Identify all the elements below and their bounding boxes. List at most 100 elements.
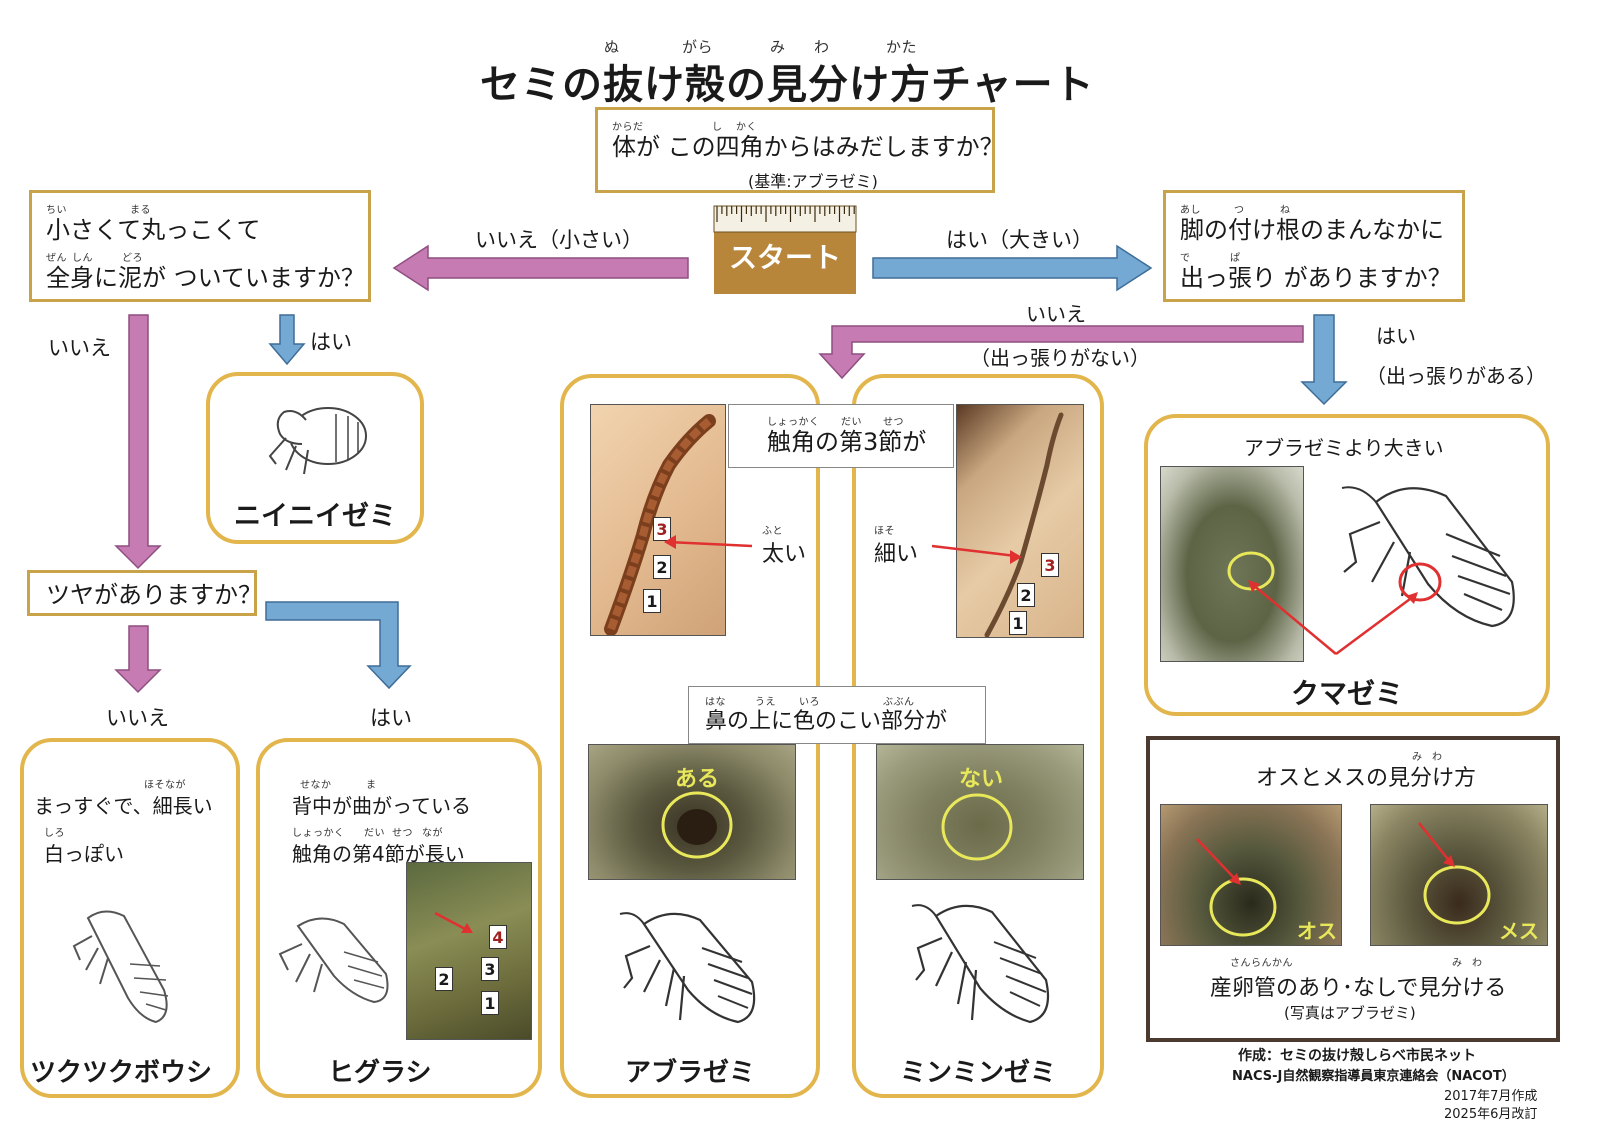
left-question-line1: 小さくて丸っこくて (46, 216, 261, 244)
ruler-ticks (713, 205, 857, 233)
gloss-no-label: いいえ (106, 706, 169, 730)
minmin-drawing (911, 904, 1050, 1024)
right-yes-note: （出っ張りがある） (1366, 364, 1546, 388)
tsukutsuku-ruby-2: しろ (44, 828, 65, 839)
niinii-card: ニイニイゼミ (206, 372, 424, 544)
right-ruby-1a: あし (1180, 205, 1201, 216)
tsukutsuku-line2: 白っぽい (44, 842, 124, 866)
right-question-line2: 出っ張り がありますか？ (1180, 264, 1452, 292)
nose-ruby-1: はな (705, 697, 726, 708)
thin-label: 細い (874, 542, 919, 567)
sex-title-ruby-2: わ (1432, 752, 1443, 763)
higurashi-name: ヒグラシ (328, 1058, 432, 1088)
arrow-left-yes (268, 314, 306, 366)
left-ruby-1a: ちい (46, 205, 67, 216)
title-ruby-2: がら (682, 38, 714, 56)
arrow-start-no (392, 244, 689, 292)
kuma-photo (1160, 466, 1304, 662)
arrow-gloss-no (114, 625, 162, 694)
page-title: セミの抜け殻の見分け方チャート (480, 62, 1095, 108)
abura-seg-1: 1 (643, 589, 661, 613)
niinii-name: ニイニイゼミ (234, 501, 396, 532)
male-markers (1196, 838, 1277, 937)
right-ruby-1b: つ (1234, 205, 1245, 216)
sex-photo-note: (写真はアブラゼミ) (1284, 1004, 1416, 1022)
higurashi-ruby-2a: しょっかく (292, 828, 345, 839)
higurashi-ruby-1a: せなか (300, 780, 332, 791)
arrow-gloss-yes (265, 601, 412, 690)
nose-ruby-3: いろ (799, 697, 820, 708)
higurashi-drawing (278, 917, 389, 1004)
antenna-ruby-1: しょっかく (767, 417, 820, 428)
start-label: スタート (728, 241, 841, 274)
sex-caption-ruby-1: さんらんかん (1230, 958, 1293, 969)
minmin-nose-photo: ない (876, 744, 1084, 880)
male-label: オス (1297, 919, 1337, 943)
sex-title: オスとメスの見分け方 (1256, 766, 1477, 791)
minmin-nose-circle (941, 793, 1013, 861)
right-question-line1: 脚の付け根のまんなかに (1180, 216, 1444, 244)
gloss-question-box: ツヤがありますか？ (27, 570, 262, 616)
nose-question-box: はな うえ いろ ぶぶん 鼻の上に色のこい部分が (688, 686, 986, 744)
gloss-yes-label: はい (370, 706, 412, 730)
right-ruby-2: で ぱ (1180, 249, 1440, 264)
right-question-box: あし つ ね 脚の付け根のまんなかに で ぱ 出っ張り がありますか？ (1163, 190, 1465, 302)
arrow-start-yes (872, 244, 1153, 292)
left-yes-label: はい (310, 330, 352, 354)
start-ruby: からだ し かく (612, 118, 912, 133)
sex-title-ruby: み わ (1412, 748, 1472, 763)
female-markers (1418, 822, 1491, 925)
sex-caption-ruby-2: み (1452, 958, 1463, 969)
right-ruby-2b: ぱ (1230, 253, 1241, 264)
antenna-ruby-3: せつ (883, 417, 904, 428)
higurashi-seg-4: 4 (489, 925, 507, 949)
higurashi-seg-3: 3 (481, 957, 499, 981)
female-photo: メス (1370, 804, 1548, 946)
credits-line4: 2025年6月改訂 (1444, 1107, 1538, 1122)
tsukutsuku-drawing (72, 910, 169, 1024)
left-question-line2: 全身に泥が ついていますか？ (46, 264, 365, 292)
antenna-question: 触角の第3節が (767, 428, 927, 456)
higurashi-card: せなか ま 背中が曲がっている しょっかく だい せつ なが 触角の第4節が長い… (256, 738, 542, 1098)
left-ruby-2: ぜん しん どろ (46, 249, 346, 264)
nose-question: 鼻の上に色のこい部分が (705, 709, 948, 734)
abura-seg-2: 2 (653, 555, 671, 579)
right-ruby-1c: ね (1280, 205, 1291, 216)
minmin-antenna (984, 412, 1064, 637)
higurashi-ruby-2b: だい (364, 828, 385, 839)
abura-nose-photo: ある (588, 744, 796, 880)
left-question-box: ちい まる 小さくて丸っこくて ぜん しん どろ 全身に泥が ついていますか？ (29, 190, 371, 302)
start-ruby-3: かく (736, 122, 757, 133)
minmin-seg-2: 2 (1017, 583, 1035, 607)
sex-caption: 産卵管のあり･なしで見分ける (1210, 976, 1507, 1001)
minmin-name: ミンミンゼミ (899, 1058, 1056, 1088)
left-no-label: いいえ (48, 336, 111, 360)
tsukutsuku-name: ツクツクボウシ (30, 1058, 213, 1088)
start-ruby-2: し (712, 122, 723, 133)
abura-antenna (604, 414, 716, 635)
start-question-box: からだ し かく 体が この四角からはみだしますか？ (基準:アブラゼミ) (595, 107, 1004, 193)
start-ruler: スタート (713, 205, 857, 294)
higurashi-ruby-2c: せつ (392, 828, 413, 839)
sex-card: み わ オスとメスの見分け方 オス メス さんらんかん み わ 産卵管のあり･な… (1146, 736, 1560, 1042)
title-ruby-4: わ (814, 38, 830, 56)
kuma-note: アブラゼミより大きい (1244, 436, 1444, 460)
start-no-label: いいえ（小さい） (475, 228, 643, 252)
higurashi-antenna-photo: 4 3 2 1 (406, 862, 532, 1040)
sex-caption-ruby-3: わ (1472, 958, 1483, 969)
nose-ruby: はな うえ いろ ぶぶん (705, 693, 975, 708)
higurashi-ruby-1: せなか ま (300, 776, 500, 791)
higurashi-ruby-2: しょっかく だい せつ なが (292, 824, 522, 839)
right-no-note: （出っ張りがない） (970, 346, 1150, 370)
kuma-card: アブラゼミより大きい クマゼミ (1144, 414, 1550, 716)
minmin-antenna-photo: 3 2 1 (956, 404, 1084, 638)
left-ruby-2b: しん (72, 253, 93, 264)
arrow-right-no (818, 325, 1304, 380)
abura-antenna-photo: 3 2 1 (590, 404, 726, 636)
right-yes-label: はい (1376, 324, 1416, 348)
higurashi-seg-1: 1 (481, 991, 499, 1015)
right-no-label: いいえ (1026, 302, 1086, 326)
gloss-question: ツヤがありますか？ (46, 581, 262, 609)
